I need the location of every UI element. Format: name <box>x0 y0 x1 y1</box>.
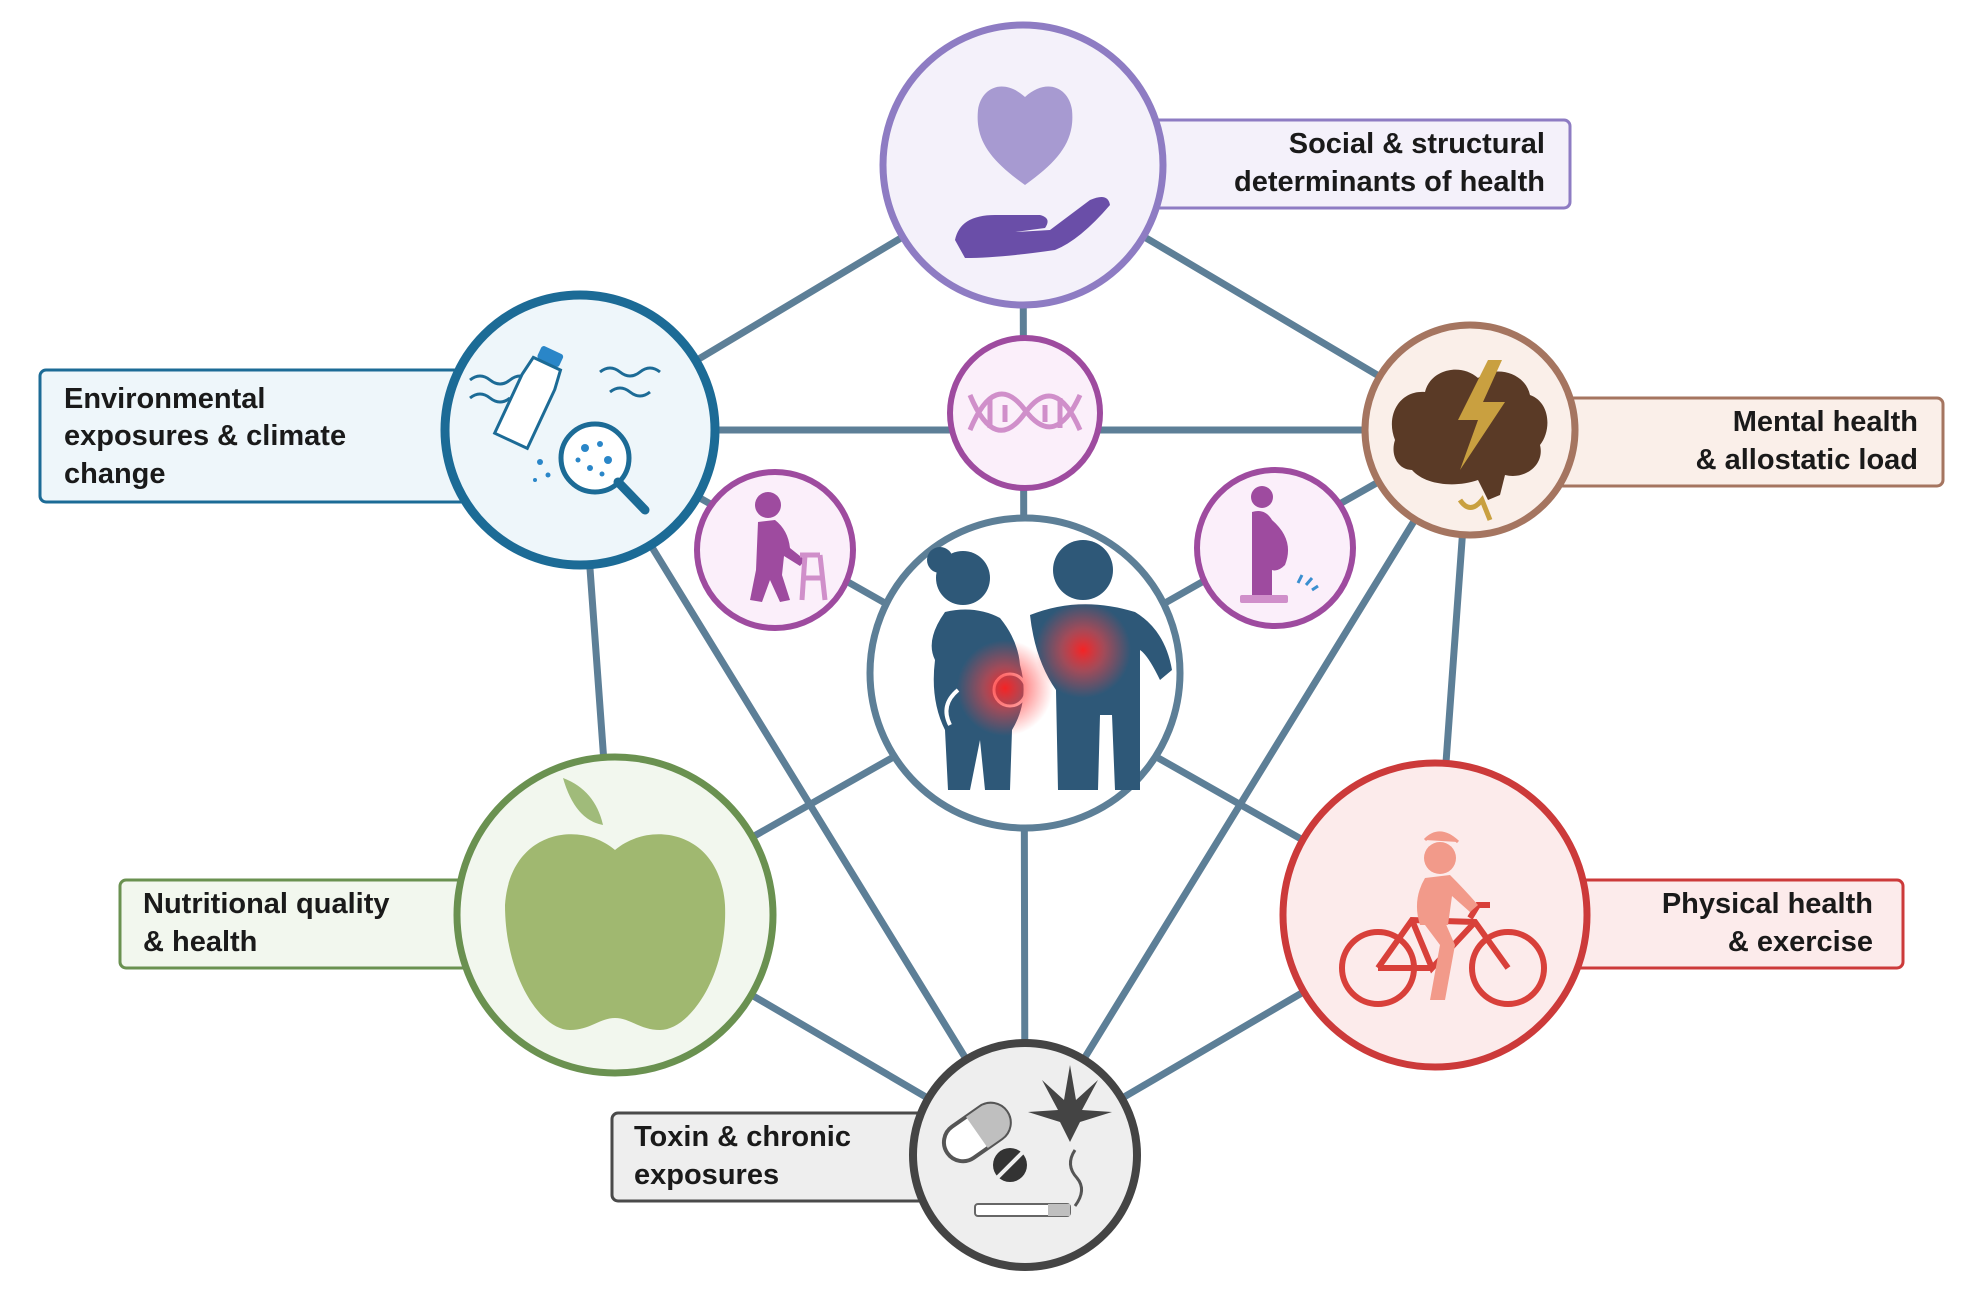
label-box-toxin: Toxin & chronic exposures <box>610 1111 959 1203</box>
edge <box>576 426 1029 1159</box>
node-social <box>879 21 1167 309</box>
label-box-social: Social & structural determinants of heal… <box>1123 118 1572 210</box>
brain-lightning-icon <box>1391 360 1548 521</box>
node-mental <box>1361 321 1579 539</box>
pregnant-couple-icon <box>927 540 1172 790</box>
label-box-env: Environmental exposures & climate change <box>38 368 487 504</box>
cyclist-icon <box>1339 831 1547 1007</box>
inner-node-weight <box>1194 467 1356 629</box>
node-nutrition <box>453 753 777 1077</box>
label-physical-line-2: & exercise <box>1728 926 1873 958</box>
label-toxin-line-1: Toxin & chronic <box>634 1121 851 1153</box>
label-nutrition-line-2: & health <box>143 926 257 958</box>
dna-icon <box>967 391 1083 433</box>
label-social-line-2: determinants of health <box>1234 166 1545 198</box>
elderly-walker-icon <box>750 492 828 602</box>
label-env-line-2: exposures & climate <box>64 420 346 452</box>
label-toxin-line-2: exposures <box>634 1159 779 1191</box>
label-env-line-1: Environmental <box>64 383 265 415</box>
pills-cannabis-cigarette-icon <box>941 1065 1112 1217</box>
node-physical <box>1279 759 1591 1071</box>
label-mental-line-1: Mental health <box>1733 406 1918 438</box>
center-node <box>866 514 1184 832</box>
label-mental-line-2: & allostatic load <box>1696 444 1918 476</box>
edge <box>1021 426 1474 1159</box>
weight-scale-icon <box>1240 486 1319 603</box>
node-env <box>440 290 720 570</box>
label-box-mental: Mental health & allostatic load <box>1538 396 1945 488</box>
apple-icon <box>505 778 726 1030</box>
plastic-bottle-microplastics-icon <box>469 346 661 515</box>
label-social-line-1: Social & structural <box>1289 128 1545 160</box>
inner-node-aging <box>694 469 856 631</box>
heart-hand-icon <box>955 86 1110 258</box>
label-box-nutrition: Nutritional quality & health <box>118 878 477 970</box>
inner-node-dna <box>947 335 1103 491</box>
glow <box>957 640 1053 736</box>
label-physical-line-1: Physical health <box>1662 888 1873 920</box>
node-toxin <box>909 1039 1141 1271</box>
label-box-physical: Physical health & exercise <box>1548 878 1905 970</box>
label-env-line-3: change <box>64 458 166 490</box>
label-nutrition-line-1: Nutritional quality <box>143 888 390 920</box>
glow <box>1035 602 1131 698</box>
